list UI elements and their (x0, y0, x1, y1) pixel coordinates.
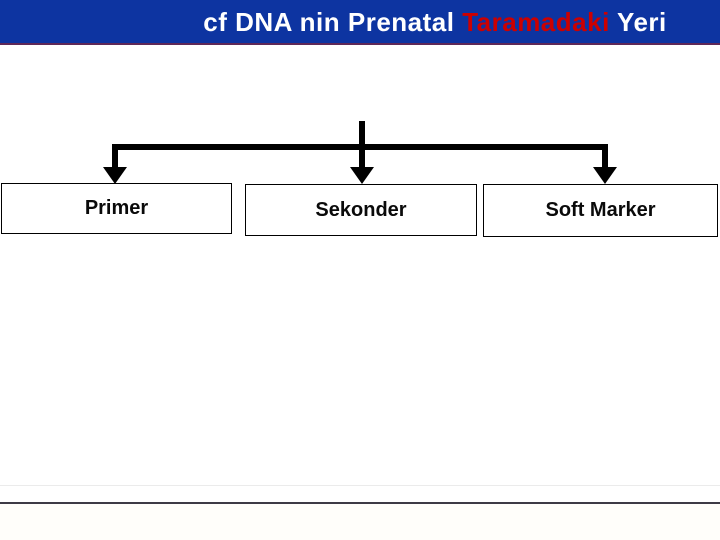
slide-title-highlight: Taramadaki (462, 7, 610, 37)
footer-area (0, 504, 720, 540)
connector-shaft-right (602, 150, 608, 170)
slide-title-part2: Yeri (609, 7, 667, 37)
footer-dark-divider (0, 502, 720, 504)
footer-faint-divider (0, 485, 720, 486)
connector-shaft-left (112, 150, 118, 170)
arrow-down-icon (593, 167, 617, 184)
connector-stem (359, 121, 365, 150)
node-sekonder: Sekonder (245, 184, 477, 236)
node-label: Sekonder (315, 198, 407, 221)
slide-title-part1: cf DNA nin Prenatal (203, 7, 463, 37)
title-bar: cf DNA nin Prenatal Taramadaki Yeri (0, 0, 720, 45)
connector-shaft-middle (359, 150, 365, 170)
node-soft-marker: Soft Marker (483, 184, 718, 237)
node-primer: Primer (1, 183, 232, 234)
node-label: Soft Marker (545, 199, 656, 221)
arrow-down-icon (103, 167, 127, 184)
slide-title: cf DNA nin Prenatal Taramadaki Yeri (0, 0, 720, 44)
connector-horizontal-line (112, 144, 608, 150)
arrow-down-icon (350, 167, 374, 184)
node-label: Primer (84, 197, 149, 219)
